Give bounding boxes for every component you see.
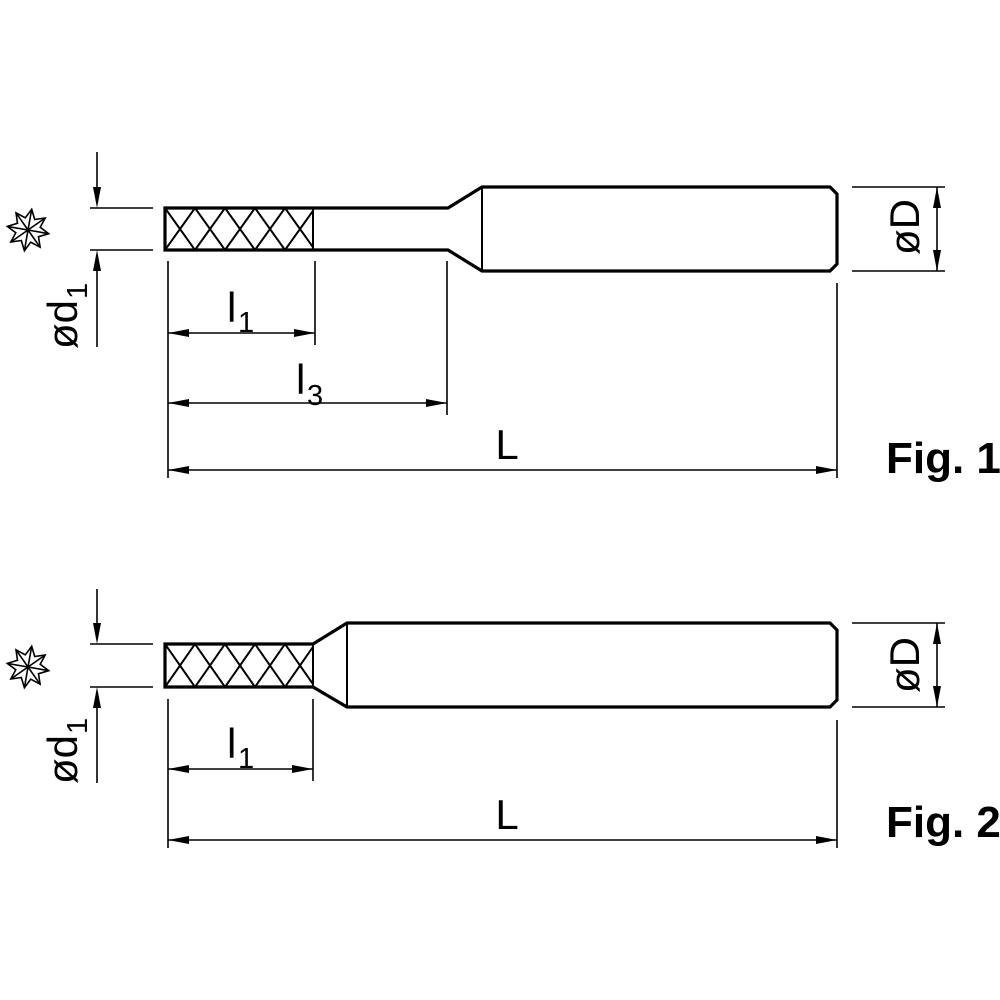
arrowhead-up [933, 623, 941, 644]
arrowhead-left [168, 466, 189, 474]
arrowhead-right [816, 466, 837, 474]
abrasive-tip-hatch [165, 208, 313, 250]
fig2-tool-drawing [163, 621, 839, 709]
dim-l1-subscript: 1 [238, 743, 254, 775]
fig1-dim-l3: l 3 [168, 261, 448, 415]
dim-l1-subscript: 1 [238, 307, 254, 339]
arrowhead-left [168, 836, 189, 844]
dim-L-label: L [495, 791, 518, 838]
arrowhead-right [426, 399, 447, 407]
fig1-caption: Fig. 1 [886, 434, 1000, 483]
fig2-caption: Fig. 2 [886, 798, 1000, 847]
dim-l1-label: l [227, 720, 236, 767]
dim-l3-subscript: 3 [307, 380, 323, 412]
fig1-dim-d1: ød 1 [39, 152, 153, 349]
dim-l1-label: l [227, 284, 236, 331]
fig2: ød 1 l 1 L [6, 589, 1000, 848]
dim-l3-label: l [296, 356, 305, 403]
arrowhead-down [93, 623, 101, 644]
fig2-dim-L: L [168, 720, 838, 848]
fig1-dim-l1: l 1 [167, 261, 316, 478]
arrowhead-down [933, 250, 941, 271]
arrowhead-down [93, 187, 101, 208]
dim-D-label: øD [881, 199, 928, 255]
arrowhead-left [168, 765, 189, 773]
arrowhead-up [933, 187, 941, 208]
arrowhead-left [168, 329, 189, 337]
fig2-dim-d1: ød 1 [39, 589, 153, 784]
cross-cut-toothing-icon [6, 208, 50, 252]
fig1-tool-drawing [163, 185, 839, 273]
dim-L-label: L [495, 421, 518, 468]
dim-d1-label: ød [39, 735, 86, 784]
arrowhead-right [294, 329, 315, 337]
abrasive-tip-hatch [165, 644, 313, 687]
tool-outline [163, 621, 839, 709]
tool-outline [163, 185, 839, 273]
dim-d1-subscript: 1 [62, 283, 94, 299]
fig2-dim-D: øD [852, 622, 945, 708]
arrowhead-up [93, 250, 101, 271]
fig1-dim-D: øD [852, 186, 945, 272]
dim-D-label: øD [881, 637, 928, 693]
fig2-dim-l1: l 1 [167, 699, 314, 848]
fig1-dim-L: L [168, 283, 838, 478]
arrowhead-right [816, 836, 837, 844]
arrowhead-up [93, 687, 101, 708]
arrowhead-left [168, 399, 189, 407]
dim-d1-subscript: 1 [62, 718, 94, 734]
dim-d1-label: ød [39, 300, 86, 349]
fig1: ød 1 l 1 l 3 [6, 152, 1000, 483]
arrowhead-down [933, 686, 941, 707]
cross-cut-toothing-icon [6, 645, 50, 689]
arrowhead-right [292, 765, 313, 773]
